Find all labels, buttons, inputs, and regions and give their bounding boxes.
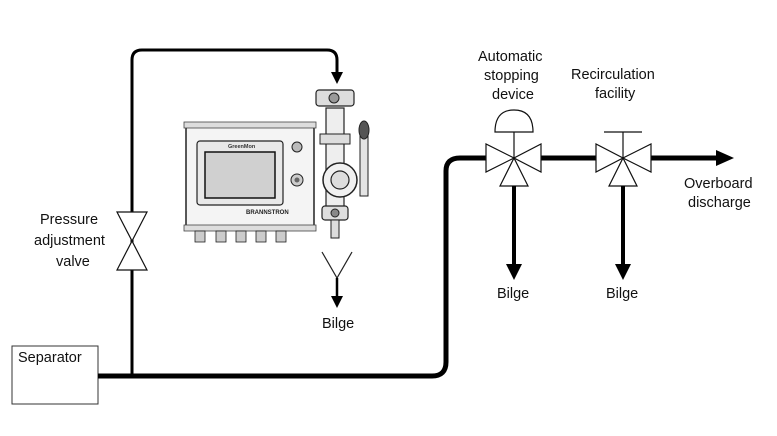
- drain-arrowhead: [331, 296, 343, 308]
- outlet-pipe: [330, 219, 340, 239]
- sample-line: [130, 48, 339, 376]
- pressure-valve-label-line3: valve: [56, 254, 90, 270]
- cable-gland: [255, 230, 267, 243]
- monitor-drain: Bilge: [321, 251, 354, 332]
- separator-box: [11, 345, 99, 405]
- bilge-label-recirc: Bilge: [606, 286, 638, 302]
- cable-gland: [275, 230, 287, 243]
- cable-gland: [215, 230, 227, 243]
- auto-valve-actuator: [494, 109, 534, 133]
- recirc-valve-bilge-arrowhead: [615, 264, 631, 280]
- auto-valve-left-triangle: [485, 143, 516, 173]
- main-discharge-pipe: [98, 155, 486, 379]
- automatic-stopping-label-line2: stopping: [484, 68, 539, 84]
- auto-valve-bilge-arrowhead: [506, 264, 522, 280]
- pressure-valve-label-line1: Pressure: [40, 212, 98, 228]
- cable-gland: [235, 230, 247, 243]
- monitor-indicator-bottom-inner: [294, 177, 300, 183]
- cable-gland: [194, 230, 206, 243]
- automatic-stopping-label-line3: device: [492, 87, 534, 103]
- bilge-label-auto: Bilge: [497, 286, 529, 302]
- measuring-cell-window-inner: [330, 170, 350, 190]
- auto-valve-right-triangle: [512, 143, 542, 173]
- pressure-valve-symbol: [116, 211, 148, 271]
- overboard-arrowhead: [716, 150, 734, 166]
- cleaning-rod: [359, 135, 369, 197]
- separator-unit: Separator: [11, 345, 99, 405]
- monitor-brand-logo: BRANNSTRON: [246, 210, 289, 216]
- drain-funnel: [321, 251, 353, 280]
- automatic-stopping-device: Bilge Automatic stopping device: [478, 49, 542, 302]
- cleaning-rod-handle: [358, 120, 370, 140]
- monitor-mount-strip: [183, 121, 317, 129]
- monitor-indicator-top: [291, 141, 303, 153]
- automatic-stopping-label-line1: Automatic: [478, 49, 542, 65]
- recirculation-label-line2: facility: [595, 86, 636, 102]
- pressure-adjustment-valve: Pressure adjustment valve: [34, 211, 148, 271]
- oil-content-monitor: GreenMon BRANNSTRON: [183, 89, 370, 243]
- recirculation-label-line1: Recirculation: [571, 67, 655, 83]
- pressure-valve-label-line2: adjustment: [34, 233, 105, 249]
- monitor-screen-title: GreenMon: [228, 144, 256, 150]
- sample-line-arrowhead: [331, 72, 343, 84]
- overboard-label-line1: Overboard: [684, 176, 753, 192]
- recirculation-facility: Bilge Recirculation facility: [571, 67, 655, 302]
- recirc-valve-right-triangle: [621, 143, 652, 173]
- overboard-label-line2: discharge: [688, 195, 751, 211]
- recirc-valve-left-triangle: [595, 143, 625, 173]
- monitor-bottom-strip: [183, 224, 317, 232]
- inlet-valve-knob: [328, 92, 340, 104]
- outlet-valve-knob: [330, 208, 340, 218]
- separator-label: Separator: [18, 350, 82, 366]
- monitor-screen: [204, 151, 276, 199]
- cell-coupling: [319, 133, 351, 145]
- bilge-label-monitor: Bilge: [322, 316, 354, 332]
